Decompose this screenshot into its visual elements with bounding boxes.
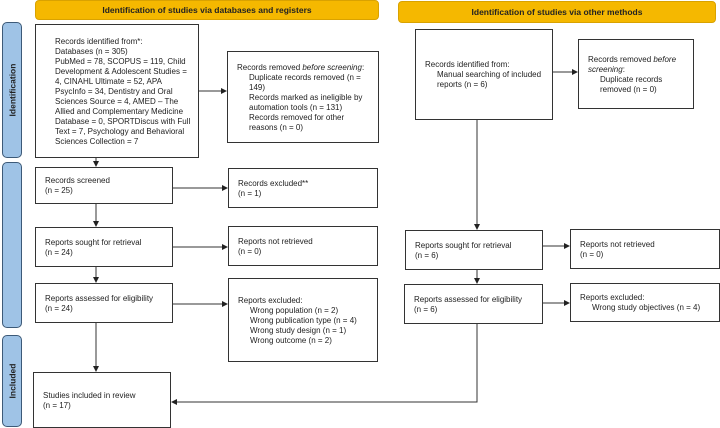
other-reports-sought-box: Reports sought for retrieval(n = 6) [405, 230, 543, 270]
box-title: Records excluded** [238, 178, 309, 188]
box-count: (n = 0) [580, 249, 604, 259]
box-item: Wrong study design (n = 1) [250, 325, 347, 335]
box-title: Records removed before screening: [237, 63, 372, 73]
records-screened-box: Records screened(n = 25) [35, 167, 173, 204]
phase-label: Identification [7, 63, 18, 117]
box-title: Reports sought for retrieval [45, 237, 142, 247]
records-removed-box: Records removed before screening: Duplic… [227, 51, 379, 143]
other-records-identified-box: Records identified from: Manual searchin… [415, 29, 553, 120]
box-count: (n = 6) [414, 304, 438, 314]
phase-included: Included [2, 335, 22, 427]
box-count: (n = 17) [43, 400, 71, 410]
box-count: (n = 24) [45, 303, 73, 313]
title-text: Records removed [588, 54, 654, 64]
box-title: Reports assessed for eligibility [45, 293, 154, 303]
box-item: Manual searching of included reports (n … [437, 70, 542, 89]
box-title: Reports assessed for eligibility [414, 294, 523, 304]
box-item: Duplicate records removed (n = 149) [249, 72, 361, 92]
box-title: Records screened [45, 176, 110, 185]
box-count: (n = 6) [415, 250, 439, 260]
box-title: Reports excluded: [238, 295, 303, 305]
records-excluded-box: Records excluded**(n = 1) [228, 168, 378, 208]
phase-identification: Identification [2, 22, 22, 158]
box-item: Wrong outcome (n = 2) [250, 335, 332, 345]
reports-not-retrieved-box: Reports not retrieved(n = 0) [228, 226, 378, 266]
box-item: Records removed for other reasons (n = 0… [249, 112, 345, 132]
box-title: Reports excluded: [580, 293, 645, 302]
box-item: Wrong population (n = 2) [250, 305, 339, 315]
box-count: (n = 25) [45, 186, 73, 195]
reports-sought-box: Reports sought for retrieval(n = 24) [35, 227, 173, 267]
box-title: Reports sought for retrieval [415, 240, 512, 250]
header-other-methods: Identification of studies via other meth… [398, 1, 716, 23]
header-databases: Identification of studies via databases … [35, 0, 379, 20]
other-records-removed-box: Records removed before screening: Duplic… [578, 39, 694, 109]
box-count: (n = 1) [238, 188, 262, 198]
box-item: Wrong publication type (n = 4) [250, 315, 357, 325]
studies-included-box: Studies included in review(n = 17) [33, 372, 171, 428]
records-identified-box: Records identified from*: Databases (n =… [35, 24, 199, 158]
reports-excluded-box: Reports excluded: Wrong population (n = … [228, 278, 378, 362]
box-item: Duplicate records removed (n = 0) [600, 74, 663, 94]
box-title: Reports not retrieved [238, 236, 313, 246]
title-text: Records removed [237, 62, 303, 72]
other-reports-assessed-box: Reports assessed for eligibility(n = 6) [404, 284, 543, 324]
box-item: Records marked as ineligible by automati… [249, 92, 363, 112]
box-count: (n = 0) [238, 246, 262, 256]
other-reports-excluded-box: Reports excluded: Wrong study objectives… [570, 283, 720, 322]
box-title: Records removed before screening: [588, 55, 687, 75]
box-line: Databases (n = 305) [55, 46, 128, 56]
title-text: : [622, 64, 625, 74]
box-title: Reports not retrieved [580, 239, 655, 249]
box-item: Wrong study objectives (n = 4) [592, 303, 701, 312]
phase-label: Included [7, 363, 18, 399]
header-label: Identification of studies via databases … [102, 5, 312, 15]
box-title: Records identified from*: [55, 36, 143, 46]
title-emphasis: before screening [588, 54, 677, 74]
header-label: Identification of studies via other meth… [471, 7, 643, 17]
phase-screening [2, 162, 22, 328]
box-title: Studies included in review [43, 390, 136, 400]
title-text: : [361, 62, 365, 72]
box-count: (n = 24) [45, 247, 73, 257]
box-title: Records identified from: [425, 60, 510, 69]
reports-assessed-box: Reports assessed for eligibility(n = 24) [35, 283, 173, 323]
title-emphasis: before screening [302, 62, 362, 72]
box-line: PubMed = 78, SCOPUS = 119, Child Develop… [55, 56, 191, 146]
other-reports-not-retrieved-box: Reports not retrieved(n = 0) [570, 229, 720, 269]
